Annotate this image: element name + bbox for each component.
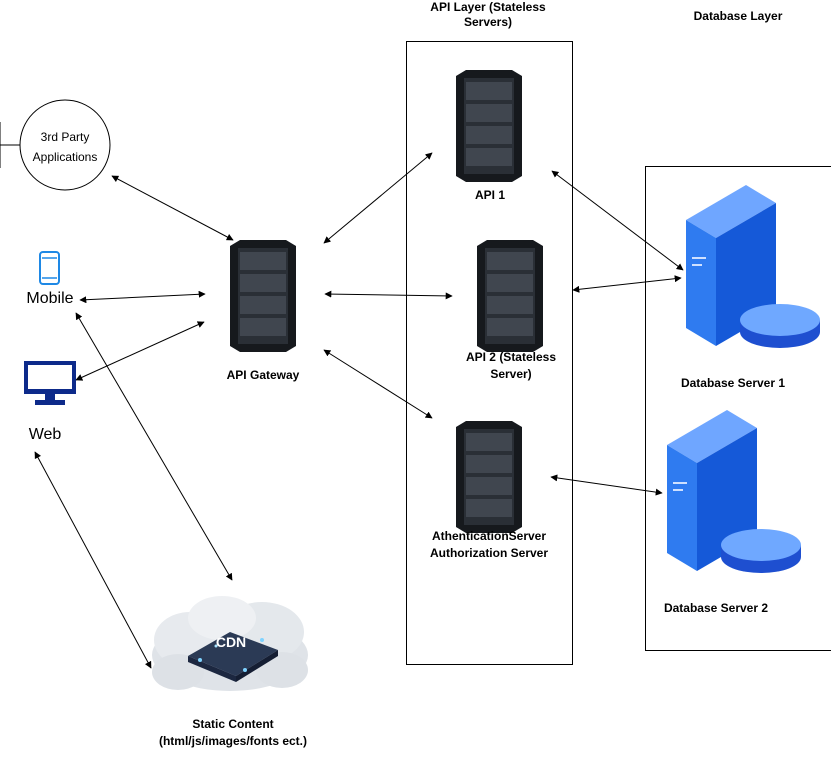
arrow-gateway-auth [323,349,433,419]
web-label: Web [28,426,62,443]
database-server-1-label: Database Server 1 [680,376,786,390]
arrow-mobile-gateway [79,290,206,304]
mobile-label: Mobile [26,290,74,307]
database-server-2-label: Database Server 2 [663,601,769,615]
auth-server-label: AthenticationServer Authorization Server [429,529,549,560]
database-layer-title: Database Layer [693,9,783,23]
arrow-api2-db1 [572,275,682,293]
arrow-gateway-api2 [324,290,453,300]
arrow-gateway-api1 [323,152,433,244]
arrow-thirdparty-gateway [111,175,234,241]
api1-label: API 1 [474,188,505,202]
arrow-web-cdn [34,451,152,669]
database-layer-container [645,166,831,651]
api2-label: API 2 (Stateless Server) [465,350,557,381]
arrow-mobile-cdn [75,312,233,581]
api-gateway-label: API Gateway [226,368,300,382]
arrow-api1-db1 [551,170,684,271]
api-layer-title: API Layer (Stateless Servers) [430,0,546,29]
arrow-auth-db2 [550,474,663,496]
cdn-badge: CDN [215,634,247,650]
third-party-label: 3rd Party Applications [32,130,98,164]
cdn-caption: Static Content (html/js/images/fonts ect… [158,717,308,748]
